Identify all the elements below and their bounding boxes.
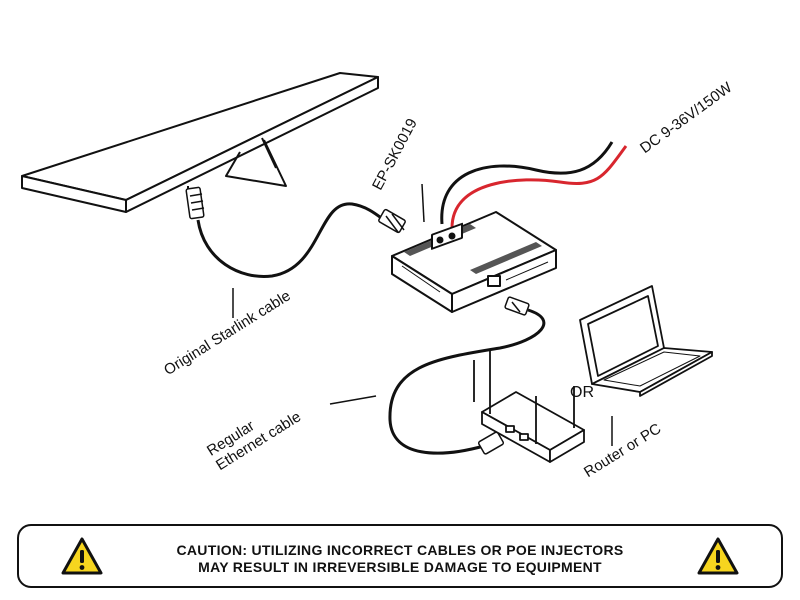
power-wire-black (440, 141, 614, 225)
caution-banner: CAUTION: UTILIZING INCORRECT CABLES OR P… (17, 524, 783, 588)
caution-line-2: MAY RESULT IN IRREVERSIBLE DAMAGE TO EQU… (198, 559, 602, 575)
product-pointer (421, 183, 425, 223)
or-label: OR (570, 384, 594, 401)
starlink-connector (185, 186, 205, 220)
rj45-plug-router (477, 431, 505, 455)
rj45-plug-starlink (378, 208, 406, 234)
power-wire-red (450, 145, 628, 229)
starlink-dish (21, 72, 379, 213)
router (473, 350, 585, 463)
rj45-plug-device (504, 296, 530, 316)
caution-text: CAUTION: UTILIZING INCORRECT CABLES OR P… (99, 542, 701, 576)
starlink-cable (196, 202, 385, 278)
caution-line-1: CAUTION: UTILIZING INCORRECT CABLES OR P… (176, 542, 624, 558)
ethernet-cable (388, 308, 546, 455)
warning-icon (61, 537, 103, 575)
laptop (579, 285, 713, 397)
warning-icon (697, 537, 739, 575)
ethernet-cable-pointer (329, 395, 377, 405)
ep-sk0019-device (391, 211, 557, 313)
